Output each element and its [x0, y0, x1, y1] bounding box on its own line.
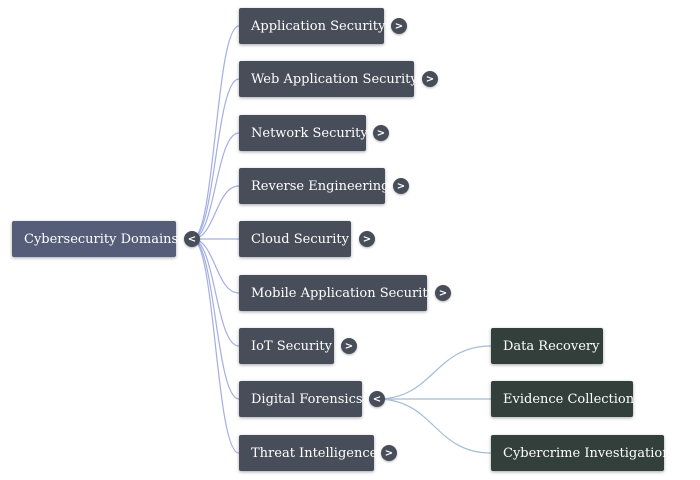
child-node-label: Reverse Engineering	[251, 178, 390, 194]
expand-toggle-mobile-application-security[interactable]: >	[435, 285, 451, 301]
child-node-label: Network Security	[251, 125, 368, 141]
collapse-chevron-icon: <	[372, 393, 382, 405]
expand-chevron-icon: >	[384, 447, 394, 459]
expand-toggle-reverse-engineering[interactable]: >	[393, 178, 409, 194]
connector-forensics-leaf-2	[376, 398, 492, 454]
expand-toggle-web-application-security[interactable]: >	[422, 71, 438, 87]
child-node-web-application-security[interactable]: Web Application Security	[239, 61, 418, 97]
expand-chevron-icon: >	[344, 340, 354, 352]
expand-toggle-application-security[interactable]: >	[391, 18, 407, 34]
root-node-label: Cybersecurity Domains	[24, 231, 179, 247]
expand-toggle-cloud-security[interactable]: >	[359, 231, 375, 247]
child-node-application-security[interactable]: Application Security	[239, 8, 386, 44]
collapse-toggle-root[interactable]: <	[184, 231, 200, 247]
connector-root-child-2	[191, 132, 240, 240]
child-node-iot-security[interactable]: IoT Security	[239, 328, 334, 364]
child-node-network-security[interactable]: Network Security	[239, 115, 368, 151]
connector-root-child-7	[191, 238, 240, 400]
collapse-toggle-digital-forensics[interactable]: <	[369, 391, 385, 407]
expand-chevron-icon: >	[362, 233, 372, 245]
connector-root-child-6	[191, 238, 240, 347]
root-node[interactable]: Cybersecurity Domains	[12, 221, 179, 257]
leaf-node-label: Evidence Collection	[503, 391, 635, 407]
expand-chevron-icon: >	[438, 287, 448, 299]
leaf-node-data-recovery[interactable]: Data Recovery	[491, 328, 603, 364]
connector-root-child-8	[191, 238, 240, 454]
expand-chevron-icon: >	[396, 180, 406, 192]
child-node-label: Cloud Security	[251, 231, 349, 247]
expand-toggle-threat-intelligence[interactable]: >	[381, 445, 397, 461]
expand-chevron-icon: >	[394, 20, 404, 32]
child-node-mobile-application-security[interactable]: Mobile Application Security	[239, 275, 435, 311]
child-node-cloud-security[interactable]: Cloud Security	[239, 221, 351, 257]
child-node-reverse-engineering[interactable]: Reverse Engineering	[239, 168, 389, 204]
leaf-node-evidence-collection[interactable]: Evidence Collection	[491, 381, 635, 417]
leaf-node-label: Cybercrime Investigation	[503, 445, 671, 461]
child-node-label: Application Security	[251, 18, 386, 34]
connector-root-child-1	[191, 78, 240, 240]
connector-root-child-0	[191, 25, 240, 240]
expand-toggle-iot-security[interactable]: >	[341, 338, 357, 354]
child-node-label: Digital Forensics	[251, 391, 363, 407]
connector-forensics-leaf-0	[376, 345, 492, 400]
expand-chevron-icon: >	[376, 127, 386, 139]
leaf-node-label: Data Recovery	[503, 338, 600, 354]
child-node-digital-forensics[interactable]: Digital Forensics	[239, 381, 363, 417]
child-node-label: Web Application Security	[251, 71, 418, 87]
collapse-chevron-icon: <	[187, 233, 197, 245]
child-node-threat-intelligence[interactable]: Threat Intelligence	[239, 435, 378, 471]
expand-toggle-network-security[interactable]: >	[373, 125, 389, 141]
child-node-label: IoT Security	[251, 338, 332, 354]
child-node-label: Mobile Application Security	[251, 285, 435, 301]
expand-chevron-icon: >	[425, 73, 435, 85]
leaf-node-cybercrime-investigation[interactable]: Cybercrime Investigation	[491, 435, 671, 471]
child-node-label: Threat Intelligence	[251, 445, 378, 461]
